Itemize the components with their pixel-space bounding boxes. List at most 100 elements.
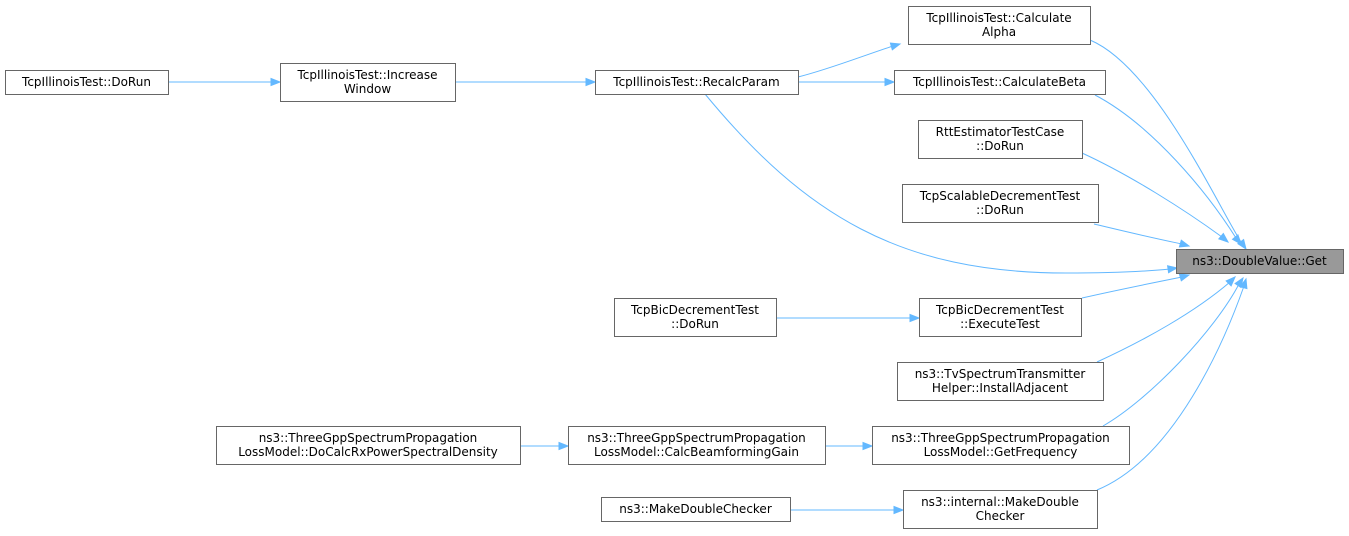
node-label: Window: [344, 82, 392, 96]
node-box: [908, 6, 1091, 45]
node-label: TcpIllinoisTest::DoRun: [21, 75, 151, 89]
node-label: ns3::internal::MakeDouble: [921, 495, 1079, 509]
node-box: [216, 426, 521, 465]
arrowhead-icon: [1166, 265, 1179, 274]
node-label: ns3::MakeDoubleChecker: [619, 502, 772, 516]
arrowhead-icon: [1231, 233, 1242, 246]
edge-docalc-to-beam: [520, 441, 570, 451]
edge-line: [704, 93, 1171, 274]
node-label: TcpIllinoisTest::Calculate: [925, 11, 1071, 25]
edge-beam-to-getfreq: [825, 441, 874, 451]
arrowhead-icon: [889, 42, 902, 51]
edge-line: [797, 45, 894, 78]
nodes-layer: ns3::DoubleValue::Get TcpIllinoisTest::Ca…: [5, 6, 1344, 529]
node-label: LossModel::CalcBeamformingGain: [594, 445, 799, 459]
node-label: ns3::ThreeGppSpectrumPropagation: [891, 431, 1110, 445]
node-label: TcpIllinoisTest::Increase: [296, 68, 437, 82]
node-rtt[interactable]: RttEstimatorTestCase::DoRun: [918, 120, 1083, 159]
edge-line: [1096, 281, 1231, 363]
arrowhead-icon: [558, 441, 570, 451]
arrowhead-icon: [909, 313, 921, 323]
node-label: Helper::InstallAdjacent: [932, 381, 1069, 395]
node-get[interactable]: ns3::DoubleValue::Get: [1176, 249, 1344, 274]
node-box: [601, 497, 791, 522]
arrowhead-icon: [884, 77, 896, 87]
edge-scalable-to-get: [1093, 223, 1191, 248]
edge-line: [1081, 276, 1183, 299]
edge-line: [1094, 94, 1237, 239]
edge-tvspec-to-get: [1096, 276, 1236, 363]
node-box: [902, 184, 1099, 223]
node-bicdorun[interactable]: TcpBicDecrementTest::DoRun: [614, 298, 777, 337]
node-label: LossModel::DoCalcRxPowerSpectralDensity: [238, 445, 498, 459]
edge-recalc-to-get: [704, 93, 1179, 274]
node-label: ns3::TvSpectrumTransmitter: [915, 367, 1086, 381]
node-label: RttEstimatorTestCase: [936, 125, 1065, 139]
node-tvspec[interactable]: ns3::TvSpectrumTransmitterHelper::Instal…: [897, 362, 1104, 401]
node-box: [614, 298, 777, 337]
node-box: [894, 70, 1106, 95]
edge-line: [1093, 223, 1183, 245]
node-docalc[interactable]: ns3::ThreeGppSpectrumPropagationLossMode…: [216, 426, 521, 465]
edge-bicdorun-to-bicexec: [776, 313, 921, 323]
edges-layer: [168, 39, 1248, 515]
node-label: LossModel::GetFrequency: [924, 445, 1078, 459]
edge-recalc-to-calcalpha: [797, 42, 902, 78]
node-beam[interactable]: ns3::ThreeGppSpectrumPropagationLossMode…: [568, 426, 826, 465]
node-box: [903, 490, 1098, 529]
node-recalc[interactable]: TcpIllinoisTest::RecalcParam: [595, 70, 799, 95]
arrowhead-icon: [1178, 239, 1191, 248]
arrowhead-icon: [893, 505, 905, 515]
arrowhead-icon: [1178, 273, 1191, 282]
node-box: [919, 298, 1082, 337]
edge-line: [1102, 283, 1240, 427]
edge-imake-to-get: [1096, 277, 1248, 491]
node-label: ::ExecuteTest: [960, 317, 1040, 331]
edge-getfreq-to-get: [1102, 276, 1244, 427]
node-label: ::DoRun: [976, 203, 1024, 217]
node-getfreq[interactable]: ns3::ThreeGppSpectrumPropagationLossMode…: [872, 426, 1130, 465]
node-label: ns3::ThreeGppSpectrumPropagation: [259, 431, 478, 445]
node-label: TcpBicDecrementTest: [630, 303, 759, 317]
edge-calcalpha-to-get: [1089, 39, 1247, 251]
node-box: [1176, 249, 1344, 274]
edge-increase-to-recalc: [455, 77, 597, 87]
node-imake[interactable]: ns3::internal::MakeDoubleChecker: [903, 490, 1098, 529]
node-label: ::DoRun: [976, 139, 1024, 153]
node-illdorun[interactable]: TcpIllinoisTest::DoRun: [5, 70, 169, 95]
node-label: Alpha: [982, 25, 1016, 39]
arrowhead-icon: [1237, 238, 1247, 251]
node-box: [872, 426, 1130, 465]
node-box: [595, 70, 799, 95]
node-label: Checker: [976, 509, 1025, 523]
edge-rtt-to-get: [1081, 152, 1230, 243]
node-label: TcpScalableDecrementTest: [919, 189, 1081, 203]
arrowhead-icon: [1217, 232, 1230, 243]
arrowhead-icon: [1225, 276, 1236, 287]
edge-line: [1081, 152, 1223, 238]
node-make[interactable]: ns3::MakeDoubleChecker: [601, 497, 791, 522]
node-label: ns3::DoubleValue::Get: [1192, 254, 1327, 268]
node-bicexec[interactable]: TcpBicDecrementTest::ExecuteTest: [919, 298, 1082, 337]
node-label: TcpIllinoisTest::RecalcParam: [612, 75, 779, 89]
arrowhead-icon: [1239, 277, 1248, 290]
node-label: TcpIllinoisTest::CalculateBeta: [912, 75, 1086, 89]
edge-recalc-to-calcbeta: [798, 77, 896, 87]
arrowhead-icon: [270, 77, 282, 87]
arrowhead-icon: [862, 441, 874, 451]
node-box: [280, 63, 456, 102]
edge-bicexec-to-get: [1081, 273, 1191, 299]
edge-illdorun-to-increase: [168, 77, 282, 87]
arrowhead-icon: [585, 77, 597, 87]
node-label: ns3::ThreeGppSpectrumPropagation: [587, 431, 806, 445]
node-box: [5, 70, 169, 95]
edge-calcbeta-to-get: [1094, 94, 1242, 246]
edge-line: [1089, 39, 1242, 243]
node-box: [897, 362, 1104, 401]
node-scalable[interactable]: TcpScalableDecrementTest::DoRun: [902, 184, 1099, 223]
node-calcbeta[interactable]: TcpIllinoisTest::CalculateBeta: [894, 70, 1106, 95]
node-box: [918, 120, 1083, 159]
